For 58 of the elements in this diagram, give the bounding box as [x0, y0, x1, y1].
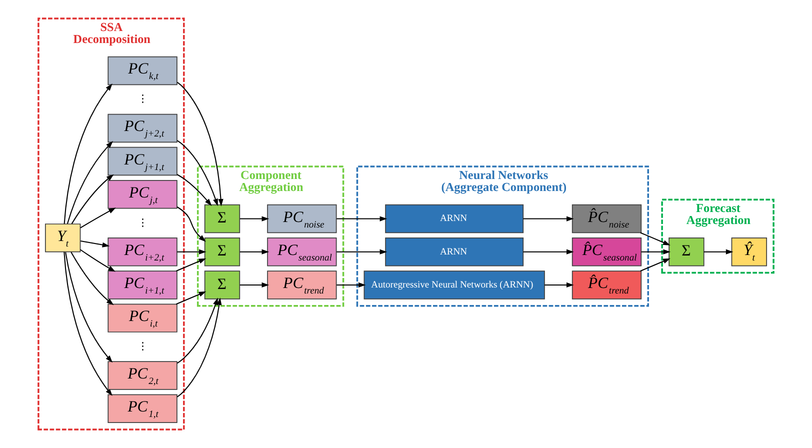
node-box: PC$_{2,t}$ — [108, 361, 178, 390]
node-box: PC$_{trend}$ — [267, 270, 337, 300]
arrow — [336, 282, 366, 288]
arrow — [80, 249, 116, 272]
label: ⋮ — [138, 218, 148, 229]
arrow — [176, 298, 222, 398]
arrow — [64, 252, 112, 396]
node-box: ARNN — [385, 238, 524, 266]
arrow — [176, 140, 218, 206]
node-box: PC$_{j+2,t}$ — [108, 114, 178, 143]
node-box: PC$_{1,t}$ — [108, 394, 178, 424]
arrow — [176, 291, 206, 305]
arrow — [640, 232, 670, 246]
node-box: Ŷ$_{t}$ — [731, 238, 768, 266]
arrow — [65, 252, 113, 363]
node-box: PC$_{seasonal}$ — [267, 238, 337, 266]
node-box: Σ — [204, 238, 240, 266]
node-box: Σ — [668, 238, 704, 266]
arrow — [336, 216, 388, 222]
node-box: PC$_{noise}$ — [267, 204, 337, 234]
arrow — [544, 282, 574, 288]
node-box: Σ — [204, 204, 240, 234]
node-box: Y$_{t}$ — [44, 224, 81, 252]
node-box: PC$_{k,t}$ — [108, 56, 178, 86]
node-box: PC$_{i+1,t}$ — [108, 270, 178, 300]
arrow — [176, 206, 206, 242]
arrow — [71, 174, 114, 224]
arrow — [704, 249, 734, 254]
node-box: Autoregressive Neural Networks (ARNN) — [364, 270, 545, 300]
label: ⋮ — [138, 94, 148, 106]
node-box: P̂C$_{trend}$ — [572, 270, 642, 300]
arrow — [641, 249, 671, 254]
arrow — [80, 208, 116, 228]
node-box: PC$_{j+1,t}$ — [108, 146, 178, 176]
arrow — [640, 258, 670, 272]
arrow — [523, 216, 574, 222]
arrow — [523, 249, 574, 254]
arrow — [240, 249, 270, 254]
arrow — [240, 216, 270, 222]
node-box: Σ — [204, 270, 240, 300]
arrow — [177, 82, 224, 206]
arrow — [240, 282, 270, 288]
arrow — [177, 249, 206, 254]
arrow — [66, 141, 114, 224]
node-box: P̂C$_{seasonal}$ — [572, 238, 642, 266]
arrow — [176, 174, 212, 206]
node-box: PC$_{j,t}$ — [108, 180, 178, 209]
node-box: P̂C$_{noise}$ — [572, 204, 642, 234]
label: ⋮ — [138, 342, 148, 353]
node-box: ARNN — [385, 204, 524, 234]
arrow — [176, 298, 218, 364]
node-box: PC$_{i,t}$ — [108, 304, 178, 332]
node-box: PC$_{i+2,t}$ — [108, 238, 178, 266]
arrow — [80, 240, 110, 248]
arrow — [336, 249, 388, 254]
arrow — [176, 258, 206, 272]
arrow — [64, 83, 112, 224]
arrow — [70, 252, 114, 306]
